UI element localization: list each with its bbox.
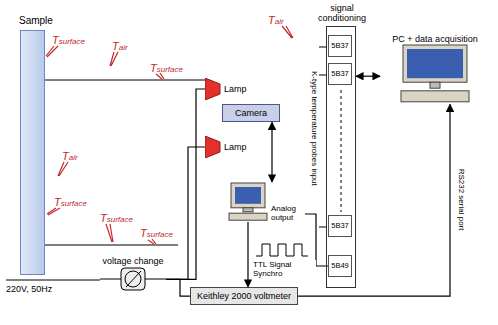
temperature-probe-label: Tsurface	[140, 227, 173, 240]
module-dashes	[341, 90, 342, 212]
connector	[166, 89, 205, 279]
temperature-probe-label: Tsurface	[52, 34, 85, 47]
conditioning-module: 5B37	[328, 63, 352, 85]
lamp-shape	[205, 78, 220, 100]
node-text: 5B37	[331, 42, 349, 51]
keyboard	[229, 213, 267, 220]
mains-wire	[6, 280, 100, 281]
computer-icon	[228, 182, 268, 222]
thermocouple-probe	[282, 26, 293, 38]
monitor-stand	[430, 83, 440, 89]
monitor	[403, 45, 467, 82]
camera-box: Camera	[222, 104, 280, 122]
connector	[356, 76, 380, 77]
conditioning-module: 5B37	[328, 215, 352, 237]
lamp-symbol	[205, 136, 221, 158]
temperature-probe-label: Tair	[112, 40, 128, 53]
lamp-symbol	[205, 78, 221, 100]
temperature-probe-label: Tsurface	[54, 196, 87, 209]
input-tick	[319, 75, 326, 76]
signal-conditioning-rack: signal conditioning5B375B375B375B49	[326, 26, 356, 288]
monitor-screen	[235, 187, 261, 204]
variac-lead	[144, 279, 166, 280]
node-text: Sample	[19, 15, 53, 27]
ttl-pulses	[256, 244, 308, 256]
voltmeter-box: Keithley 2000 voltmeter	[190, 287, 298, 305]
connector	[305, 214, 328, 266]
thermocouple-probe	[106, 224, 113, 242]
connector	[166, 279, 190, 296]
lamp: Lamp	[205, 78, 247, 100]
connector	[166, 147, 205, 279]
thermocouple-probe	[148, 239, 156, 244]
monitor-stand	[243, 208, 253, 212]
temperature-probe-label: Tair	[268, 14, 284, 27]
thermocouple-probe	[46, 46, 58, 57]
connector-label: RS232 serial port	[456, 168, 465, 232]
sample-panel: Sample	[20, 30, 45, 275]
note-label: 220V, 50Hz	[6, 285, 52, 295]
monitor-screen	[407, 49, 463, 78]
node-text: 5B37	[331, 70, 349, 79]
note-label: K-type temperature probes input	[309, 71, 318, 186]
view-frame-line	[45, 80, 205, 81]
view-frame-line	[45, 245, 178, 246]
temperature-probe-label: Tsurface	[150, 62, 183, 75]
node-text: 5B49	[331, 262, 349, 271]
node-text: 5B37	[331, 222, 349, 231]
connector	[271, 122, 272, 182]
thermocouple-probe	[110, 52, 118, 66]
temperature-probe-label: Tsurface	[100, 212, 133, 225]
keyboard	[401, 91, 469, 102]
variac-coil	[125, 271, 141, 287]
analog-output-computer: Analog output	[228, 182, 305, 222]
variac: voltage change	[100, 256, 166, 292]
monitor	[231, 183, 265, 208]
computer-icon	[400, 44, 470, 104]
variac-arrow	[126, 271, 141, 287]
node-text: voltage change	[102, 256, 163, 266]
input-tick	[319, 227, 326, 228]
lamp-shape	[205, 136, 220, 158]
input-tick	[319, 47, 326, 48]
node-text: Analog output	[271, 204, 305, 222]
node-text: Keithley 2000 voltmeter	[197, 291, 291, 301]
node-text: Lamp	[224, 142, 247, 152]
connector-label: TTL Signal Synchro	[252, 260, 316, 278]
node-text: PC + data acquisition	[392, 34, 477, 44]
conditioning-module: 5B37	[328, 35, 352, 57]
pc-computer: PC + data acquisition	[380, 34, 490, 104]
temperature-probe-label: Tair	[62, 150, 78, 163]
lamp: Lamp	[205, 136, 247, 158]
connector	[298, 104, 450, 296]
variac-symbol	[100, 266, 166, 292]
thermocouple-probe	[58, 162, 68, 176]
conditioning-module: 5B49	[328, 255, 352, 277]
node-text: signal conditioning	[307, 3, 377, 24]
thermocouple-probe	[47, 208, 60, 215]
connector	[247, 222, 248, 287]
node-text: Lamp	[224, 84, 247, 94]
variac-lead	[100, 279, 122, 280]
variac-body	[121, 268, 145, 290]
node-text: Camera	[229, 108, 273, 118]
